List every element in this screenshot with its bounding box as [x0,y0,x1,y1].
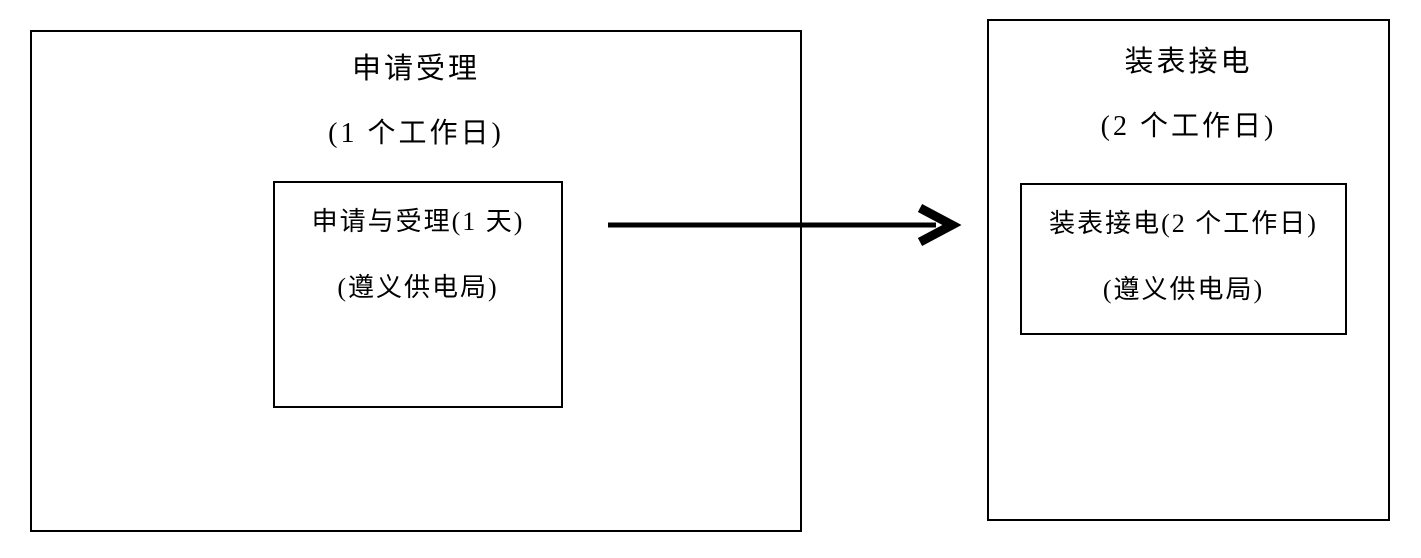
stage-box-meter-installation: 装表接电 (2 个工作日) 装表接电(2 个工作日) (遵义供电局) [987,19,1390,521]
step-agency: (遵义供电局) [1102,275,1265,304]
step-name: 申请与受理(1 天) [311,207,525,236]
step-box-application-and-acceptance: 申请与受理(1 天) (遵义供电局) [273,181,563,408]
stage-title: 装表接电 [1124,46,1253,78]
flow-arrow-right-icon [608,204,962,246]
step-box-meter-installation: 装表接电(2 个工作日) (遵义供电局) [1020,183,1347,335]
stage-box-application-acceptance: 申请受理 (1 个工作日) 申请与受理(1 天) (遵义供电局) [30,30,802,532]
stage-duration: (2 个工作日) [1100,111,1277,142]
step-name: 装表接电(2 个工作日) [1049,209,1318,238]
stage-duration: (1 个工作日) [328,118,504,149]
step-agency: (遵义供电局) [337,273,499,302]
stage-title: 申请受理 [351,53,480,85]
